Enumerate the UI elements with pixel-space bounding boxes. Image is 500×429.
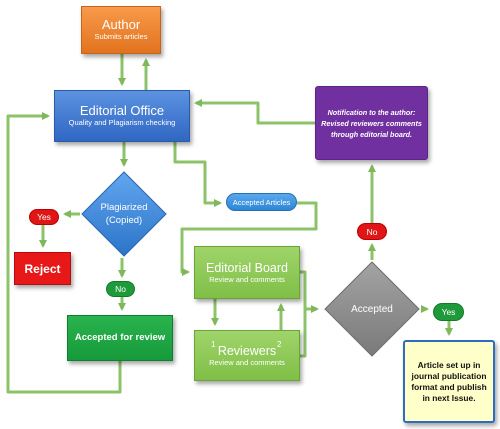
editorial-board-subtitle: Review and comments (209, 274, 285, 284)
editorial-office-node: Editorial Office Quality and Plagiarism … (54, 90, 190, 142)
reviewers-title: Reviewers (217, 343, 277, 358)
reject-node: Reject (14, 252, 71, 285)
accepted-for-review-node: Accepted for review (67, 315, 173, 361)
plagiarized-diamond-shape (81, 171, 167, 257)
publish-line-4: in next Issue. (422, 392, 476, 403)
reviewers-subtitle: Review and comments (209, 357, 285, 367)
plagiarized-line-1: Plagiarized (100, 202, 148, 213)
publish-line-3: format and publish (411, 381, 487, 392)
reviewers-sup-right: 2 (277, 340, 282, 349)
plagiarized-decision: Plagiarized (Copied) (80, 170, 168, 258)
editorial-office-subtitle: Quality and Plagiarism checking (68, 118, 176, 127)
arrow-articles-to-board (180, 201, 318, 276)
editorial-board-node: Editorial Board Review and comments (194, 246, 300, 299)
author-subtitle: Submits articles (94, 32, 148, 41)
plagiarized-yes-badge: Yes (29, 209, 59, 225)
reviewers-node: 1 Reviewers 2 Review and comments (194, 330, 300, 381)
plagiarized-label: Plagiarized (Copied) (80, 170, 168, 258)
accepted-yes-badge: Yes (433, 303, 464, 321)
notification-line-1: Notification to the author: (327, 107, 416, 117)
plagiarized-no-badge: No (106, 281, 135, 297)
accepted-articles-badge: Accepted Articles (226, 193, 297, 211)
notification-line-3: through editorial board. (330, 129, 413, 139)
accepted-diamond-shape (324, 261, 420, 357)
arrow-office-to-accepted-articles (173, 142, 222, 207)
author-title: Author (101, 17, 141, 32)
arrow-board-to-accepted (300, 270, 319, 313)
arrow-review-back-to-office (6, 112, 122, 394)
reviewers-sup-left: 1 (211, 340, 216, 349)
accepted-for-review-label: Accepted for review (74, 332, 166, 343)
reject-label: Reject (24, 261, 61, 276)
line-reviewers-to-accepted (300, 309, 307, 358)
author-node: Author Submits articles (81, 6, 161, 54)
notification-node: Notification to the author: Revised revi… (315, 86, 428, 160)
accepted-no-badge: No (357, 223, 387, 240)
editorial-board-title: Editorial Board (206, 260, 288, 275)
notification-line-2: Revised reviewers comments (321, 118, 422, 128)
editorial-office-title: Editorial Office (79, 103, 165, 118)
arrow-notification-to-office (194, 99, 315, 125)
accepted-label: Accepted (351, 303, 393, 315)
accepted-decision: Accepted (323, 260, 421, 358)
publish-line-1: Article set up in (417, 359, 481, 370)
publish-line-2: journal publication (411, 370, 487, 381)
plagiarized-line-2: (Copied) (105, 215, 143, 226)
publish-node: Article set up in journal publication fo… (403, 340, 495, 423)
